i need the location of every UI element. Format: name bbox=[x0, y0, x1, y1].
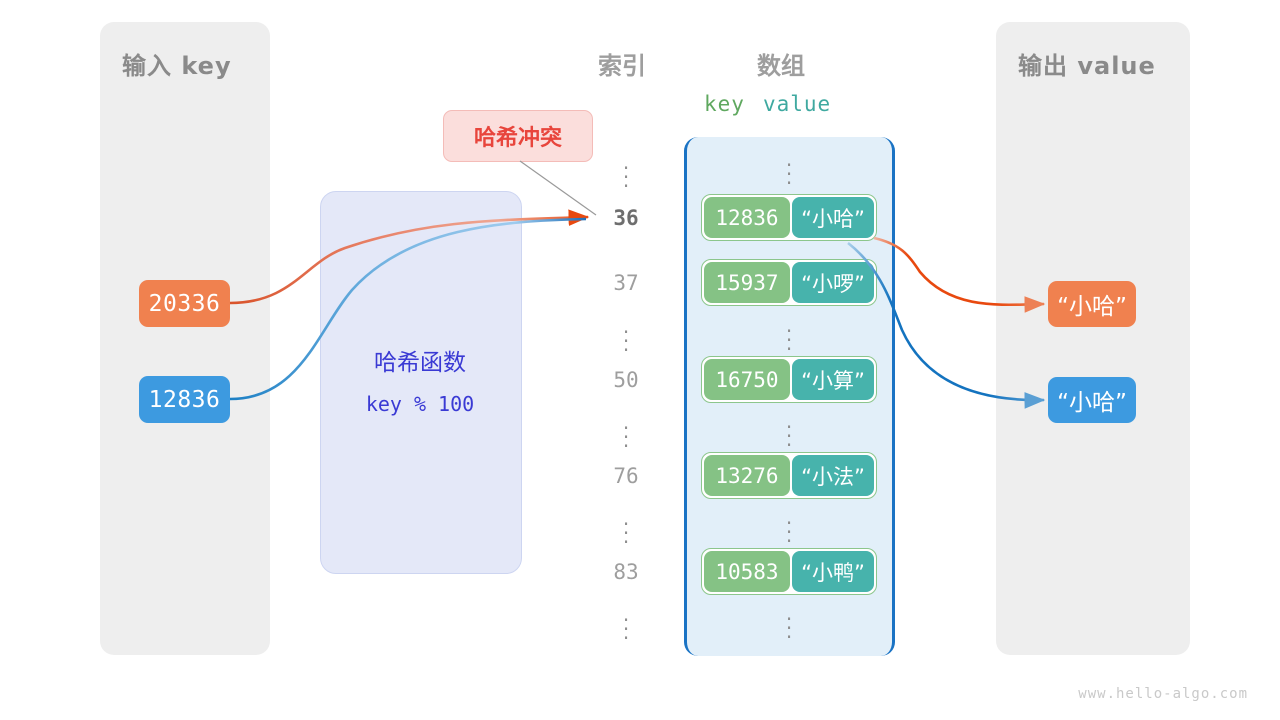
bucket-ellipsis: ... bbox=[785, 147, 793, 189]
index-label-36: 36 bbox=[613, 206, 639, 230]
value-header-label: value bbox=[762, 92, 832, 116]
bucket-ellipsis: ... bbox=[785, 409, 793, 451]
input-key-1: 12836 bbox=[139, 376, 230, 423]
key-header-label: key bbox=[704, 92, 745, 116]
watermark: www.hello-algo.com bbox=[1078, 686, 1248, 702]
bucket-row: 12836“小哈” bbox=[701, 194, 877, 241]
bucket-row: 13276“小法” bbox=[701, 452, 877, 499]
hash-collision-callout: 哈希冲突 bbox=[443, 110, 593, 162]
array-column-title: 数组 bbox=[757, 52, 805, 80]
bucket-key: 13276 bbox=[704, 455, 790, 496]
index-ellipsis: ... bbox=[622, 602, 630, 644]
index-column: ... 36 37... 50... 76... 83... bbox=[596, 140, 656, 644]
hash-function-box bbox=[320, 191, 522, 574]
hash-function-formula: key % 100 bbox=[365, 392, 475, 416]
index-label-76: 76 bbox=[613, 464, 639, 488]
hash-function-label: 哈希函数 bbox=[374, 350, 466, 376]
bucket-ellipsis: ... bbox=[785, 505, 793, 547]
index-label-50: 50 bbox=[613, 368, 639, 392]
key-value-header: key value bbox=[704, 92, 884, 116]
bucket-key: 16750 bbox=[704, 359, 790, 400]
input-panel bbox=[100, 22, 270, 655]
output-panel-title: 输出 value bbox=[1018, 52, 1156, 80]
input-key-0: 20336 bbox=[139, 280, 230, 327]
index-column-title: 索引 bbox=[598, 52, 646, 80]
index-ellipsis: ... bbox=[622, 150, 630, 192]
bucket-row: 10583“小鸭” bbox=[701, 548, 877, 595]
bucket-value: “小算” bbox=[791, 359, 874, 400]
bucket-value: “小哈” bbox=[791, 197, 874, 238]
output-value-1: “小哈” bbox=[1048, 377, 1136, 423]
bucket-ellipsis: ... bbox=[785, 313, 793, 355]
bucket-row: 15937“小啰” bbox=[701, 259, 877, 306]
output-value-0: “小哈” bbox=[1048, 281, 1136, 327]
index-label-83: 83 bbox=[613, 560, 639, 584]
bucket-key: 15937 bbox=[704, 262, 790, 303]
input-panel-title: 输入 key bbox=[122, 52, 232, 80]
output-panel bbox=[996, 22, 1190, 655]
bucket-key: 12836 bbox=[704, 197, 790, 238]
index-ellipsis: ... bbox=[622, 506, 630, 548]
bucket-row: 16750“小算” bbox=[701, 356, 877, 403]
bucket-ellipsis: ... bbox=[785, 601, 793, 643]
bucket-value: “小啰” bbox=[791, 262, 874, 303]
bucket-key: 10583 bbox=[704, 551, 790, 592]
bucket-value: “小鸭” bbox=[791, 551, 874, 592]
wire-collision-leader bbox=[519, 160, 597, 216]
index-label-37: 37 bbox=[613, 271, 639, 295]
bucket-value: “小法” bbox=[791, 455, 874, 496]
index-ellipsis: ... bbox=[622, 314, 630, 356]
index-ellipsis: ... bbox=[622, 410, 630, 452]
